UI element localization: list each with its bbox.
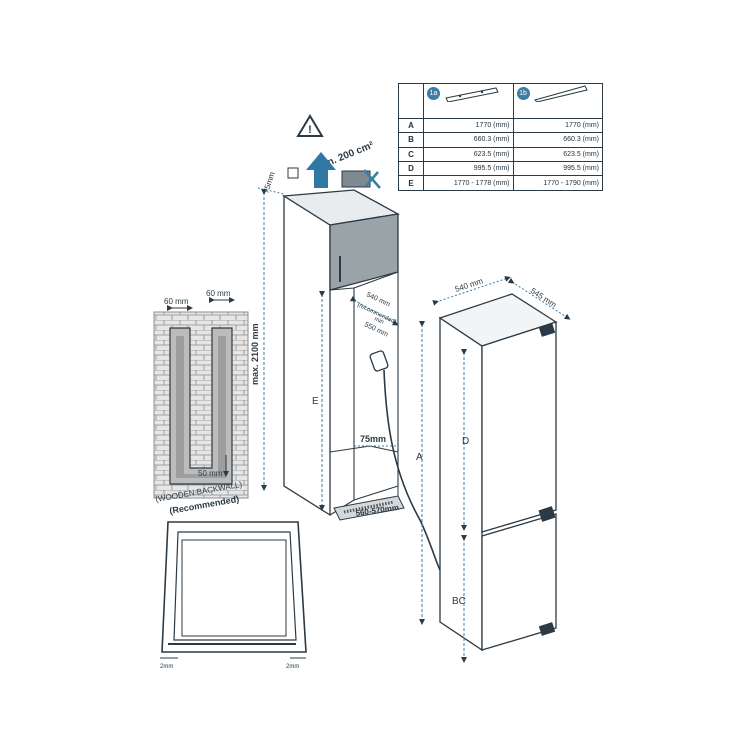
vent-up-arrow: [306, 152, 336, 188]
frame-right-gap-label: 2mm: [286, 664, 299, 670]
frame-inner: [173, 531, 297, 641]
table-row: B 660.3 (mm) 660.3 (mm): [398, 132, 603, 148]
fridge-depth-label: 545 mm: [529, 286, 558, 309]
fridge-upper-door: [481, 321, 557, 533]
variant-1a-badge: 1a: [427, 87, 440, 100]
wall-left-gap-label: 60 mm: [164, 297, 189, 306]
fridge-a-label: A: [416, 452, 423, 463]
table-row: A 1770 (mm) 1770 (mm): [398, 117, 603, 134]
table-header-row: 1a 1b: [398, 83, 603, 119]
wall-right-gap-label: 60 mm: [206, 289, 231, 298]
fridge-bc-label: BC: [452, 596, 466, 607]
frame-drawing: 2mm 2mm: [160, 521, 307, 670]
fridge-hinge-mid: [538, 506, 556, 522]
cabinet-side: [283, 194, 331, 517]
fridge-hinge-top: [538, 323, 556, 337]
fridge-lower-door: [481, 513, 557, 651]
warning-icon: [296, 114, 324, 137]
wall-drawing: 60 mm 60 mm 50 mm (WOODEN BACKWALL) (Rec…: [153, 289, 249, 516]
fridge-width-label: 540 mm: [454, 276, 485, 294]
vent-grille-small: [287, 167, 299, 179]
svg-text:!: !: [308, 124, 312, 136]
fridge-d-label: D: [462, 436, 469, 447]
cabinet-max-height-label: max. 2100 mm: [250, 323, 260, 385]
variant-1b-badge: 1b: [516, 87, 530, 100]
backwall-inner: [176, 336, 226, 478]
variant-1b-header: 1b: [512, 83, 603, 119]
vent-box: [341, 170, 371, 188]
cabinet-side-depth-label: 75mm: [360, 434, 386, 444]
cabinet-e-label: E: [312, 396, 319, 407]
fridge-drawing: 540 mm 545 mm A D BC: [416, 276, 571, 663]
bracket-1a-icon: [445, 87, 499, 103]
dimension-table: 1a 1b A 1770 (mm) 1770 (mm) B 660.3 (mm)…: [398, 83, 603, 191]
vent-warning: ! min. 200 cm²: [287, 114, 381, 189]
bracket-1b-icon: [534, 85, 589, 103]
table-row: E 1770 - 1778 (mm) 1770 - 1790 (mm): [398, 175, 603, 191]
power-cable: [383, 369, 445, 579]
plug-icon: [369, 350, 389, 372]
frame-left-gap-label: 2mm: [160, 664, 173, 670]
table-row: D 995.5 (mm) 995.5 (mm): [398, 160, 603, 177]
fridge-hinge-bottom: [538, 622, 556, 636]
wall-bottom-gap-label: 50 mm: [198, 469, 223, 478]
backwall-slot: [169, 327, 233, 485]
cabinet-drawing: max. 2100 mm 75mm E 540 mm (recommended)…: [250, 170, 445, 579]
cabinet-min-label: min: [373, 316, 384, 326]
cabinet-depth-top-label: 75mm: [261, 170, 277, 194]
variant-1a-header: 1a: [423, 83, 514, 119]
vent-flow-icon: [363, 169, 381, 189]
table-row: C 623.5 (mm) 623.5 (mm): [398, 146, 603, 163]
